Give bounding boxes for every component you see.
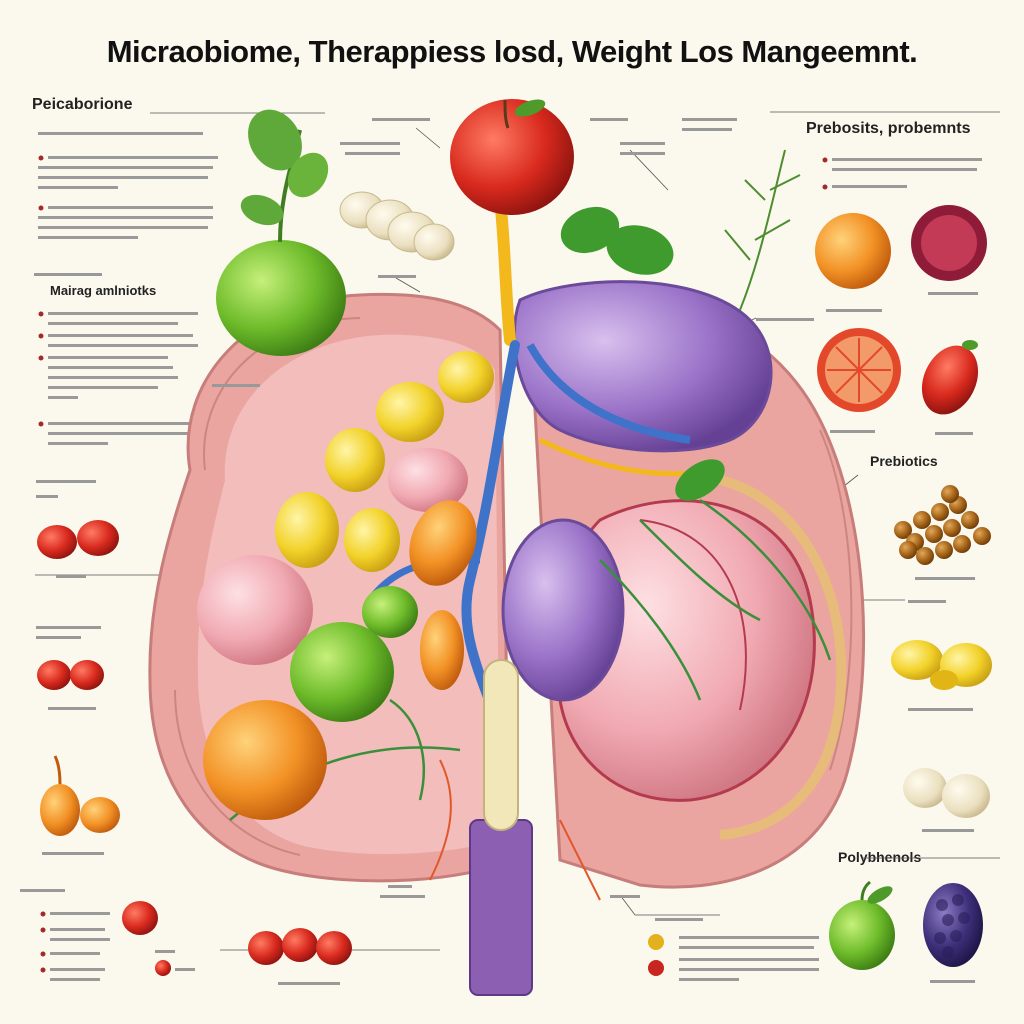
left-top-blurb bbox=[38, 128, 238, 253]
section-heading-right-mid: Prebiotics bbox=[870, 453, 938, 469]
section-heading-left-top: Peicaborione bbox=[32, 96, 133, 113]
page-title: Micraobiome, Therappiess losd, Weight Lo… bbox=[106, 34, 918, 69]
left-divider-label bbox=[34, 266, 114, 284]
text-lines-graphic bbox=[20, 889, 110, 981]
text-lines-graphic bbox=[38, 311, 203, 445]
section-heading-left-mid: Mairag amlniotks bbox=[50, 283, 157, 298]
text-lines-graphic bbox=[38, 132, 218, 239]
text-lines-graphic bbox=[822, 157, 982, 190]
section-heading-right-top: Prebosits, probemnts bbox=[806, 120, 971, 137]
text-lines-graphic bbox=[34, 273, 102, 276]
right-top-blurb bbox=[822, 155, 992, 200]
bottom-right-blurb bbox=[645, 930, 825, 995]
left-mid-blurb bbox=[38, 308, 228, 453]
section-heading-right-bottom: Polybhenols bbox=[838, 849, 922, 865]
text-lines-graphic bbox=[648, 934, 819, 981]
bottom-left-blurb bbox=[20, 886, 140, 991]
